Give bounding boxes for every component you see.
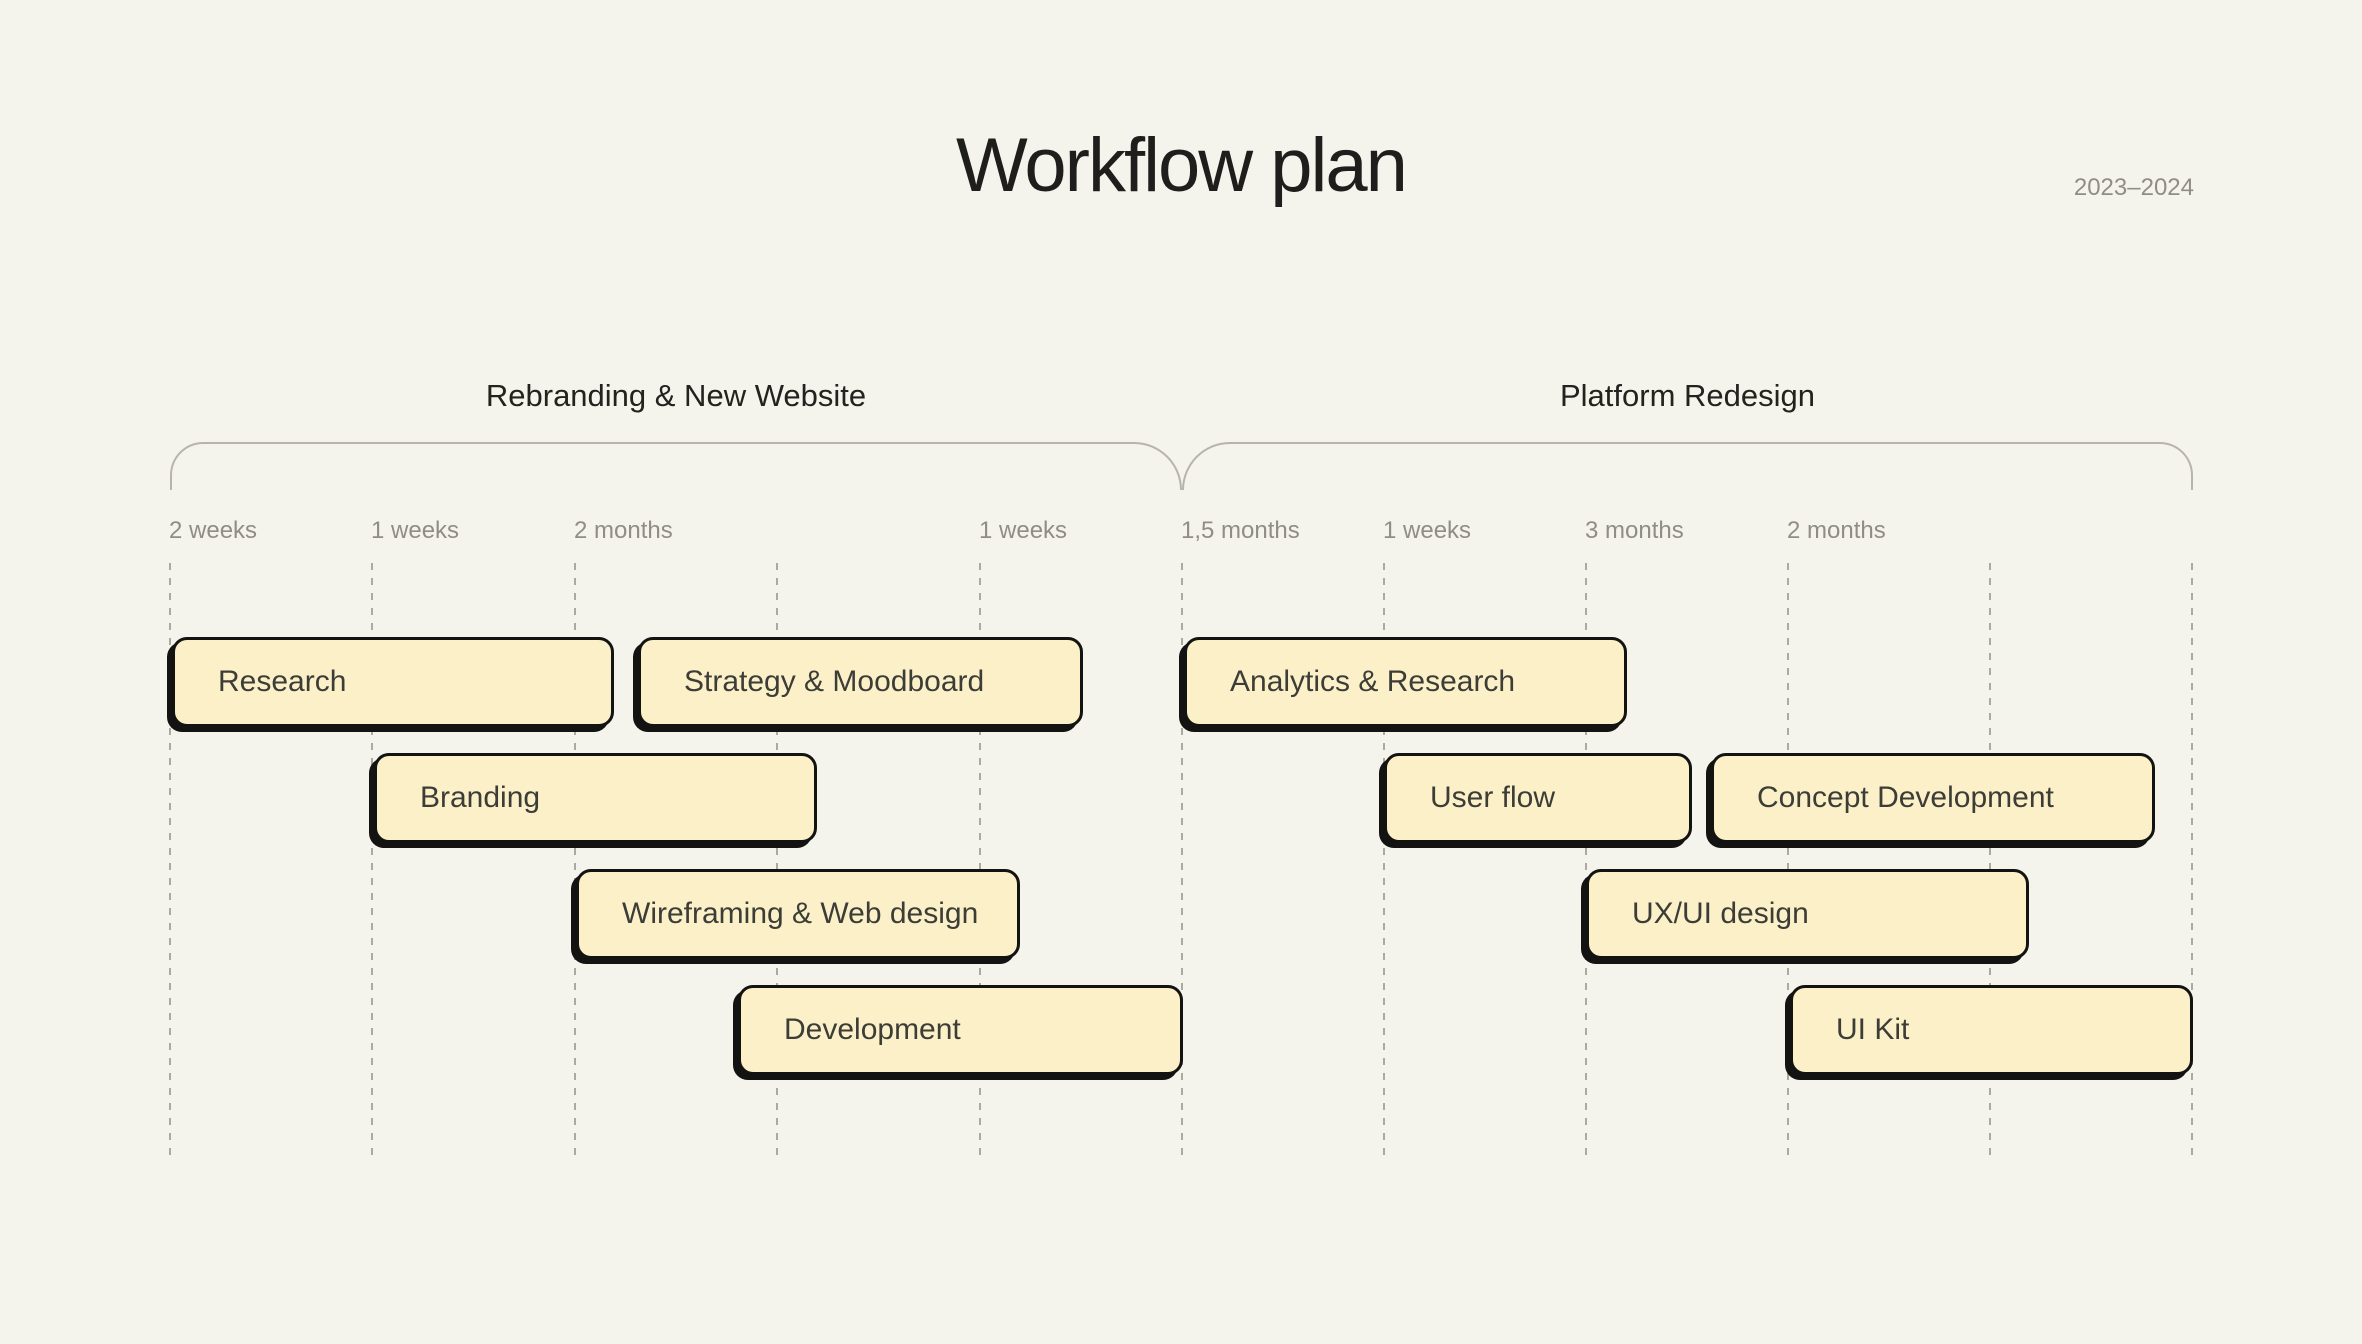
page-title: Workflow plan bbox=[956, 123, 1408, 208]
time-label: 2 months bbox=[1787, 517, 1886, 544]
time-label: 1 weeks bbox=[1383, 517, 1472, 544]
task-label: UX/UI design bbox=[1632, 897, 1809, 930]
task-bar-branding: Branding bbox=[374, 753, 817, 843]
task-label: Development bbox=[784, 1013, 961, 1046]
time-label: 2 weeks bbox=[169, 517, 258, 544]
task-bar-strategy-moodboard: Strategy & Moodboard bbox=[638, 637, 1083, 727]
task-bar-development: Development bbox=[738, 985, 1183, 1075]
task-bar-wireframing-web-design: Wireframing & Web design bbox=[576, 869, 1020, 959]
task-label: Analytics & Research bbox=[1230, 665, 1516, 698]
column-guide bbox=[1585, 563, 1587, 1163]
section-bracket-left bbox=[170, 442, 1182, 490]
section-bracket-right bbox=[1182, 442, 2193, 490]
time-label: 2 months bbox=[574, 517, 673, 544]
section-title-platform-redesign: Platform Redesign bbox=[1559, 378, 1815, 413]
task-label: Research bbox=[218, 665, 347, 698]
task-label: Wireframing & Web design bbox=[622, 897, 979, 930]
time-label: 3 months bbox=[1585, 517, 1684, 544]
column-guide bbox=[979, 563, 981, 1163]
column-guide bbox=[776, 563, 778, 1163]
section-title-rebranding: Rebranding & New Website bbox=[485, 378, 867, 413]
time-label: 1,5 months bbox=[1181, 517, 1300, 544]
task-bar-ui-kit: UI Kit bbox=[1790, 985, 2193, 1075]
task-bar-user-flow: User flow bbox=[1384, 753, 1692, 843]
column-guide bbox=[1989, 563, 1991, 1163]
time-label: 1 weeks bbox=[979, 517, 1068, 544]
task-bar-uxui-design: UX/UI design bbox=[1586, 869, 2029, 959]
task-label: User flow bbox=[1430, 781, 1556, 814]
time-label: 1 weeks bbox=[371, 517, 460, 544]
column-guide bbox=[1181, 563, 1183, 1163]
column-guide bbox=[574, 563, 576, 1163]
column-guide bbox=[1383, 563, 1385, 1163]
task-bar-research: Research bbox=[172, 637, 614, 727]
task-label: Strategy & Moodboard bbox=[684, 665, 985, 698]
task-label: Concept Development bbox=[1757, 781, 2054, 814]
column-guide bbox=[1787, 563, 1789, 1163]
period-label: 2023–2024 bbox=[2073, 174, 2194, 201]
task-label: Branding bbox=[420, 781, 541, 814]
column-guide bbox=[371, 563, 373, 1163]
task-label: UI Kit bbox=[1836, 1013, 1910, 1046]
column-guide bbox=[2191, 563, 2193, 1163]
task-bar-analytics-research: Analytics & Research bbox=[1184, 637, 1627, 727]
column-guide bbox=[169, 563, 171, 1163]
task-bar-concept-development: Concept Development bbox=[1711, 753, 2155, 843]
